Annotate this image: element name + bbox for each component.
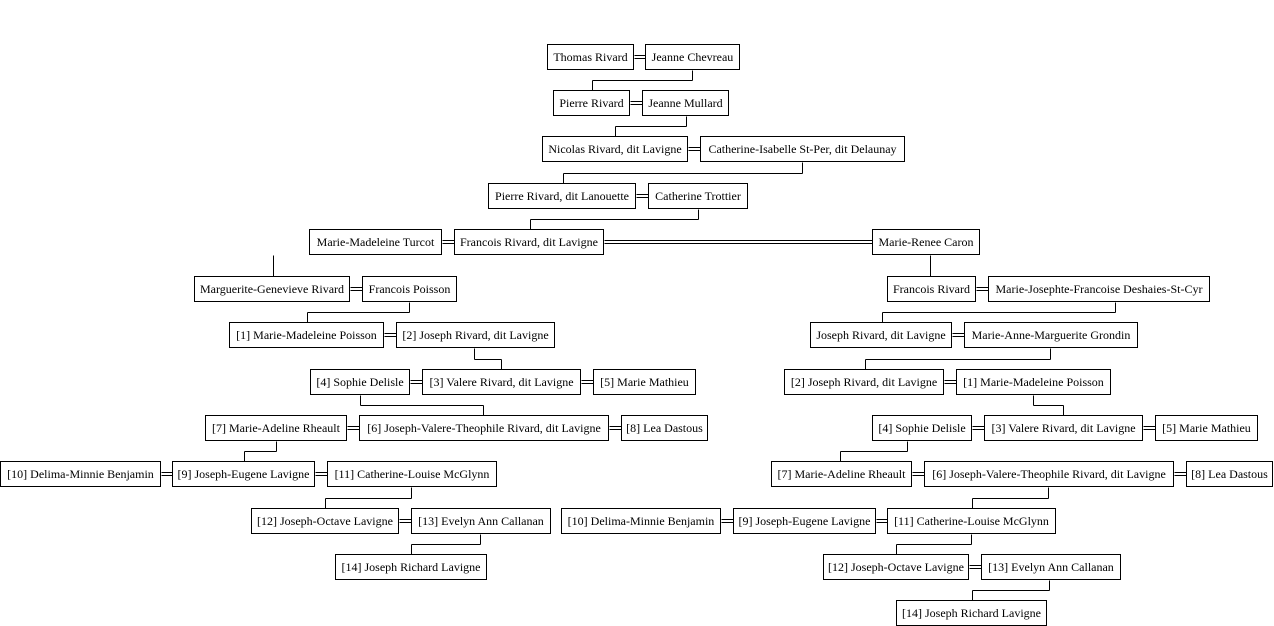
person-r-jrl: Joseph Rivard, dit Lavigne <box>810 322 952 348</box>
person-l-mm: [5] Marie Mathieu <box>593 369 696 395</box>
person-r-jel: [9] Joseph-Eugene Lavigne <box>733 508 876 534</box>
person-r-jvt: [6] Joseph-Valere-Theophile Rivard, dit … <box>924 461 1174 487</box>
person-francois-rl: Francois Rivard, dit Lavigne <box>454 229 604 255</box>
person-marguerite: Marguerite-Genevieve Rivard <box>194 276 350 302</box>
person-marie-mt: Marie-Madeleine Turcot <box>309 229 442 255</box>
person-l-jel: [9] Joseph-Eugene Lavigne <box>172 461 315 487</box>
person-r-dmb: [10] Delima-Minnie Benjamin <box>561 508 721 534</box>
person-r-mm: [5] Marie Mathieu <box>1155 415 1258 441</box>
person-r-eac: [13] Evelyn Ann Callanan <box>981 554 1121 580</box>
person-l-jol: [12] Joseph-Octave Lavigne <box>251 508 399 534</box>
person-r-mag: Marie-Anne-Marguerite Grondin <box>964 322 1138 348</box>
person-l-jrl: [2] Joseph Rivard, dit Lavigne <box>396 322 555 348</box>
person-r-mar: [7] Marie-Adeline Rheault <box>771 461 912 487</box>
person-catherine-t: Catherine Trottier <box>648 183 748 209</box>
person-nicolas: Nicolas Rivard, dit Lavigne <box>542 136 688 162</box>
person-pierre: Pierre Rivard <box>553 90 630 116</box>
person-l-dmb: [10] Delima-Minnie Benjamin <box>0 461 161 487</box>
person-r-clm: [11] Catherine-Louise McGlynn <box>887 508 1056 534</box>
person-l-jvt: [6] Joseph-Valere-Theophile Rivard, dit … <box>359 415 609 441</box>
person-r-vrl: [3] Valere Rivard, dit Lavigne <box>984 415 1143 441</box>
person-marie-rc: Marie-Renee Caron <box>872 229 980 255</box>
person-l-mar: [7] Marie-Adeline Rheault <box>205 415 347 441</box>
person-r-ld: [8] Lea Dastous <box>1186 461 1273 487</box>
person-l-vrl: [3] Valere Rivard, dit Lavigne <box>422 369 581 395</box>
person-r-jrlv: [14] Joseph Richard Lavigne <box>896 600 1047 626</box>
person-jeanne-m: Jeanne Mullard <box>642 90 729 116</box>
person-jeanne-c: Jeanne Chevreau <box>645 44 740 70</box>
person-thomas: Thomas Rivard <box>547 44 634 70</box>
person-r-mmp: [1] Marie-Madeleine Poisson <box>956 369 1111 395</box>
person-pierre-l: Pierre Rivard, dit Lanouette <box>488 183 636 209</box>
person-r-jrl2: [2] Joseph Rivard, dit Lavigne <box>784 369 944 395</box>
person-r-jol: [12] Joseph-Octave Lavigne <box>823 554 969 580</box>
person-catherine-i: Catherine-Isabelle St-Per, dit Delaunay <box>700 136 905 162</box>
person-francois-r: Francois Rivard <box>887 276 976 302</box>
person-marie-jf: Marie-Josephte-Francoise Deshaies-St-Cyr <box>988 276 1210 302</box>
person-l-mmp: [1] Marie-Madeleine Poisson <box>229 322 384 348</box>
person-l-eac: [13] Evelyn Ann Callanan <box>411 508 551 534</box>
person-r-sd: [4] Sophie Delisle <box>872 415 972 441</box>
person-l-sd: [4] Sophie Delisle <box>310 369 410 395</box>
person-l-jrlv: [14] Joseph Richard Lavigne <box>335 554 487 580</box>
person-francois-p: Francois Poisson <box>362 276 457 302</box>
person-l-ld: [8] Lea Dastous <box>621 415 708 441</box>
person-l-clm: [11] Catherine-Louise McGlynn <box>327 461 497 487</box>
